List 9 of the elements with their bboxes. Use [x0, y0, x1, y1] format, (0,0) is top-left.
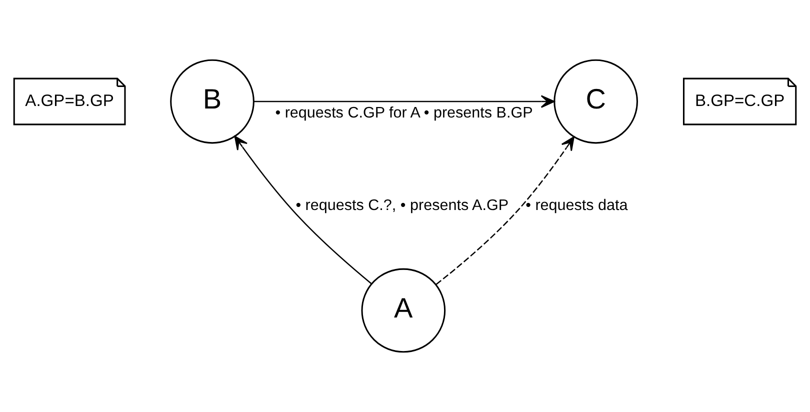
node-circle: A: [361, 268, 446, 353]
edge-label: • requests C.GP for A • presents B.GP: [275, 104, 533, 122]
arrow: [436, 136, 574, 285]
edge-label: • requests data: [526, 196, 628, 214]
arrow: [234, 136, 372, 284]
node-circle: C: [554, 59, 638, 144]
node-circle: B: [170, 59, 254, 144]
edge-label: • requests C.?, • presents A.GP: [296, 196, 509, 214]
arrow: [254, 95, 555, 108]
